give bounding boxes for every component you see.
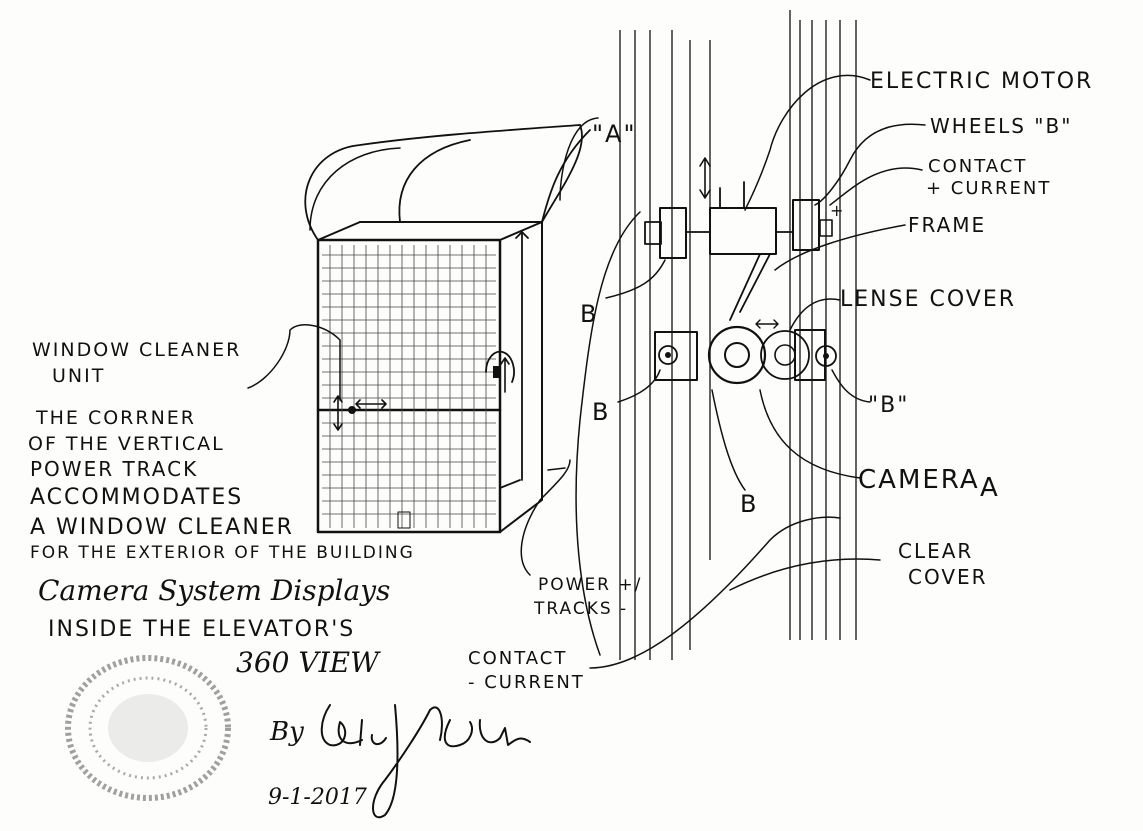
- cleaner-motor-block: [493, 366, 500, 378]
- camera-system-line: Camera System Displays: [38, 574, 390, 607]
- window-cleaner-unit: [316, 221, 543, 534]
- by-label: By: [269, 717, 304, 747]
- note-line-6: FOR THE EXTERIOR OF THE BUILDING: [30, 543, 415, 563]
- date-label: 9-1-2017: [268, 785, 367, 810]
- label-window-cleaner-1: WINDOW CLEANER: [32, 339, 241, 361]
- signature: [320, 704, 531, 819]
- label-clear-cover-2: COVER: [908, 565, 988, 589]
- inside-elevator-line: INSIDE THE ELEVATOR'S: [48, 617, 355, 642]
- label-camera-a-letter: A: [980, 473, 1000, 503]
- note-line-2: OF THE VERTICAL: [28, 433, 225, 455]
- label-contact-minus-1: CONTACT: [468, 648, 567, 669]
- label-power-tracks-2: TRACKS -: [533, 599, 628, 619]
- label-lense-cover: LENSE COVER: [840, 287, 1016, 312]
- label-frame: FRAME: [908, 213, 986, 237]
- vertical-power-tracks: [619, 10, 857, 660]
- label-b-upper: B: [580, 300, 598, 328]
- lense-cover-circle: [760, 330, 810, 380]
- label-wheels-b: WHEELS "B": [930, 114, 1072, 138]
- note-line-4: ACCOMMODATES: [30, 485, 243, 510]
- note-line-1: THE CORRNER: [35, 407, 196, 429]
- upper-drive-assembly: [644, 157, 833, 321]
- label-contact-plus-2: + CURRENT: [926, 178, 1051, 199]
- label-a: "A": [592, 120, 637, 148]
- leader-lines: [247, 74, 926, 669]
- label-electric-motor: ELECTRIC MOTOR: [870, 69, 1093, 94]
- note-line-3: POWER TRACK: [30, 457, 198, 481]
- label-contact-minus-2: - CURRENT: [468, 672, 585, 693]
- label-camera-a: CAMERA: [858, 465, 980, 495]
- label-contact-plus-1: CONTACT: [928, 156, 1027, 177]
- camera-assembly: [654, 319, 837, 385]
- label-b-lower: B: [740, 490, 758, 518]
- label-plus-sign: +: [830, 201, 845, 220]
- power-arc-cables: [304, 124, 591, 241]
- notary-stamp: [65, 655, 231, 801]
- handwritten-labels: "A" ELECTRIC MOTOR WHEELS "B" CONTACT + …: [28, 69, 1093, 810]
- label-clear-cover-1: CLEAR: [898, 539, 973, 563]
- label-window-cleaner-2: UNIT: [52, 365, 105, 387]
- camera-lens: [707, 325, 767, 385]
- view-360-line: 360 VIEW: [236, 646, 381, 679]
- cleaner-pivot-dot: [348, 406, 356, 414]
- note-line-5: A WINDOW CLEANER: [30, 515, 294, 540]
- electric-motor-box: [709, 207, 777, 255]
- label-b-quoted: "B": [868, 393, 909, 418]
- label-power-tracks-1: POWER +/: [538, 575, 642, 595]
- label-b-middle: B: [592, 398, 610, 426]
